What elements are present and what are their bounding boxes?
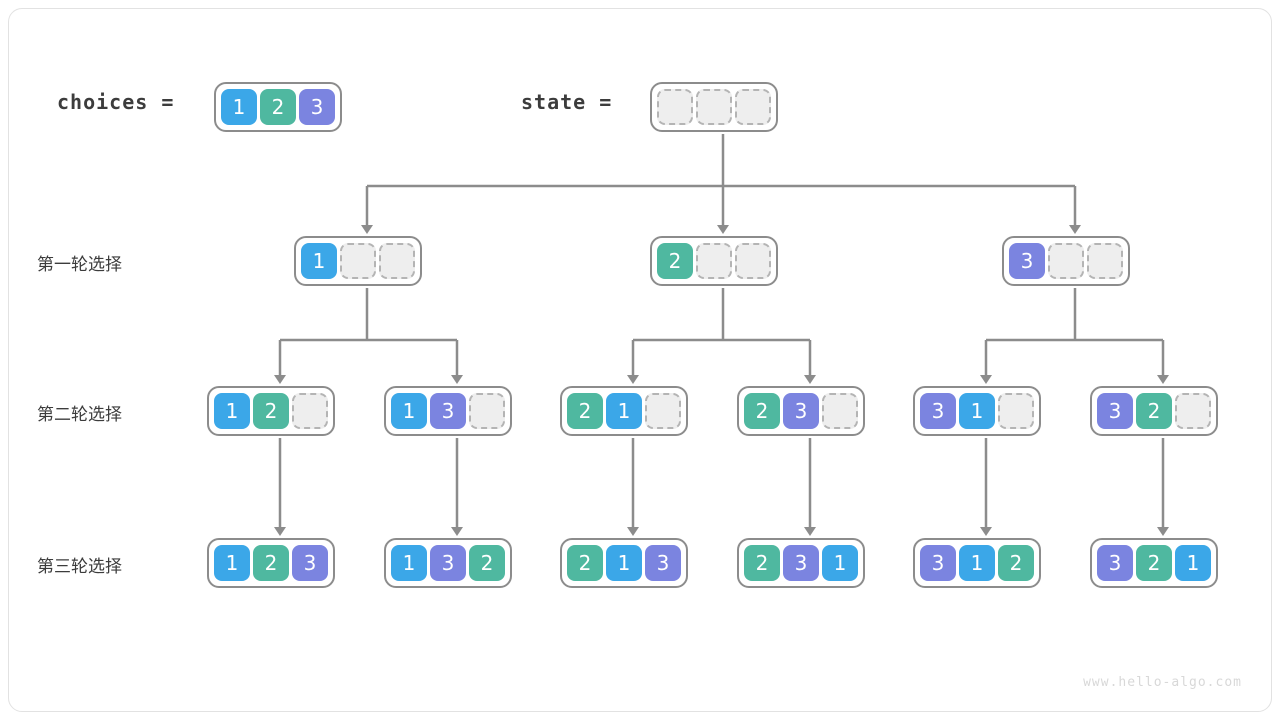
node-l3-3-cell-0: 2: [744, 545, 780, 581]
node-l3-5-cell-2: 1: [1175, 545, 1211, 581]
node-l2-2-cell-2: [645, 393, 681, 429]
node-l2-0-cell-0: 1: [214, 393, 250, 429]
state-array-cell-1: [696, 89, 732, 125]
node-l3-2-cell-2: 3: [645, 545, 681, 581]
state-label: state =: [521, 90, 613, 114]
node-l3-5-cell-0: 3: [1097, 545, 1133, 581]
state-array-cell-0: [657, 89, 693, 125]
node-l3-0-cell-1: 2: [253, 545, 289, 581]
node-l1-0-cell-2: [379, 243, 415, 279]
node-l2-3-cell-0: 2: [744, 393, 780, 429]
state-array: [650, 82, 778, 132]
node-l3-2-cell-0: 2: [567, 545, 603, 581]
state-array-cell-2: [735, 89, 771, 125]
node-l2-0-cell-2: [292, 393, 328, 429]
node-l3-0-cell-2: 3: [292, 545, 328, 581]
node-l2-5-cell-1: 2: [1136, 393, 1172, 429]
node-l2-1-cell-0: 1: [391, 393, 427, 429]
node-l3-5-cell-1: 2: [1136, 545, 1172, 581]
node-l1-0-cell-1: [340, 243, 376, 279]
node-l1-1-cell-2: [735, 243, 771, 279]
node-l3-4-cell-0: 3: [920, 545, 956, 581]
node-l1-0: 1: [294, 236, 422, 286]
node-l3-2-cell-1: 1: [606, 545, 642, 581]
level-label-round-3: 第三轮选择: [37, 557, 122, 577]
node-l1-1-cell-1: [696, 243, 732, 279]
choices-array-cell-2: 3: [299, 89, 335, 125]
node-l2-5-cell-2: [1175, 393, 1211, 429]
node-l3-1-cell-0: 1: [391, 545, 427, 581]
node-l2-2-cell-1: 1: [606, 393, 642, 429]
choices-label: choices =: [57, 90, 175, 114]
node-l3-0-cell-0: 1: [214, 545, 250, 581]
node-l2-4-cell-0: 3: [920, 393, 956, 429]
node-l2-3-cell-1: 3: [783, 393, 819, 429]
node-l2-2-cell-0: 2: [567, 393, 603, 429]
node-l1-1: 2: [650, 236, 778, 286]
node-l2-1-cell-1: 3: [430, 393, 466, 429]
watermark: www.hello-algo.com: [1083, 675, 1242, 690]
node-l1-2-cell-1: [1048, 243, 1084, 279]
node-l3-3-cell-1: 3: [783, 545, 819, 581]
node-l1-2-cell-2: [1087, 243, 1123, 279]
choices-array-cell-1: 2: [260, 89, 296, 125]
node-l2-4-cell-2: [998, 393, 1034, 429]
node-l2-1-cell-2: [469, 393, 505, 429]
choices-array-cell-0: 1: [221, 89, 257, 125]
node-l2-4-cell-1: 1: [959, 393, 995, 429]
node-l2-5-cell-0: 3: [1097, 393, 1133, 429]
diagram-frame: [8, 8, 1272, 712]
level-label-round-2: 第二轮选择: [37, 405, 122, 425]
node-l3-4-cell-1: 1: [959, 545, 995, 581]
node-l3-1-cell-1: 3: [430, 545, 466, 581]
node-l2-0-cell-1: 2: [253, 393, 289, 429]
node-l3-3-cell-2: 1: [822, 545, 858, 581]
node-l1-2-cell-0: 3: [1009, 243, 1045, 279]
node-l3-1-cell-2: 2: [469, 545, 505, 581]
level-label-round-1: 第一轮选择: [37, 255, 122, 275]
node-l2-3-cell-2: [822, 393, 858, 429]
node-l1-2: 3: [1002, 236, 1130, 286]
node-l1-0-cell-0: 1: [301, 243, 337, 279]
node-l3-4-cell-2: 2: [998, 545, 1034, 581]
node-l1-1-cell-0: 2: [657, 243, 693, 279]
